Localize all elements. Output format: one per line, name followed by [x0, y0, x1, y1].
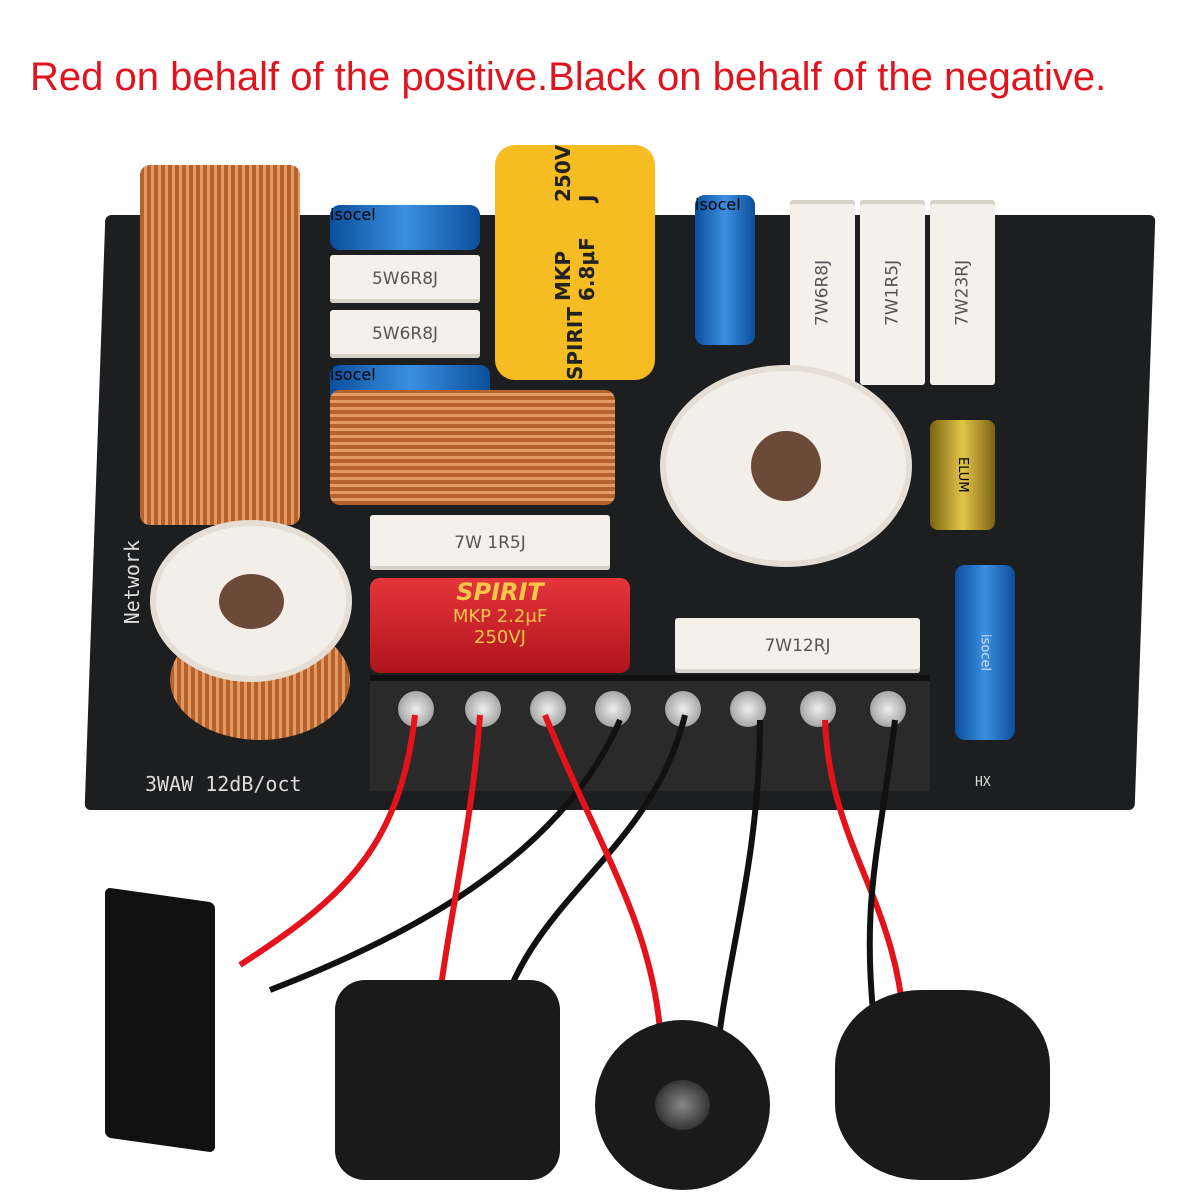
red-wire: [542, 713, 663, 1031]
tweeter-dome: [655, 1080, 710, 1130]
film-capacitor-2.2uf: SPIRIT MKP 2.2μF 250VJ: [370, 578, 630, 673]
inductor-spool-left: [150, 520, 352, 682]
caption: Red on behalf of the positive.Black on b…: [30, 55, 1107, 99]
terminal-screw[interactable]: [870, 691, 906, 727]
resistor: 7W12RJ: [675, 618, 920, 673]
terminal-screw[interactable]: [595, 691, 631, 727]
electrolytic-capacitor: isocel: [330, 205, 480, 250]
terminal-cup-plate: [105, 887, 215, 1153]
air-core-inductor-large: [140, 165, 300, 525]
red-wire: [822, 719, 908, 1041]
resistor: 5W6R8J: [330, 255, 480, 303]
electrolytic-capacitor: isocel: [695, 195, 755, 345]
air-core-inductor-horizontal: [330, 390, 615, 505]
black-wire: [268, 718, 623, 993]
electrolytic-capacitor: isocel: [955, 565, 1015, 740]
resistor: 5W6R8J: [330, 310, 480, 358]
black-wire: [866, 719, 898, 1031]
capacitor-spec: MKP 2.2μF: [452, 606, 548, 627]
terminal-block: [370, 675, 930, 791]
silkscreen-maker: HX: [975, 775, 991, 790]
capacitor-voltage: 250VJ: [474, 627, 526, 648]
woofer-speaker: [835, 990, 1050, 1180]
terminal-screw[interactable]: [800, 691, 836, 727]
inductor-spool-right: [660, 365, 912, 567]
midrange-speaker: [335, 980, 560, 1180]
tweeter: [595, 1020, 770, 1190]
capacitor-brand: SPIRIT: [456, 578, 544, 606]
terminal-screw[interactable]: [465, 691, 501, 727]
silkscreen-model: 3WAW 12dB/oct: [145, 772, 302, 796]
electrolytic-capacitor-gold: ELUM: [930, 420, 995, 530]
resistor: 7W 1R5J: [370, 515, 610, 570]
black-wire: [717, 719, 763, 1031]
red-wire: [238, 714, 418, 968]
